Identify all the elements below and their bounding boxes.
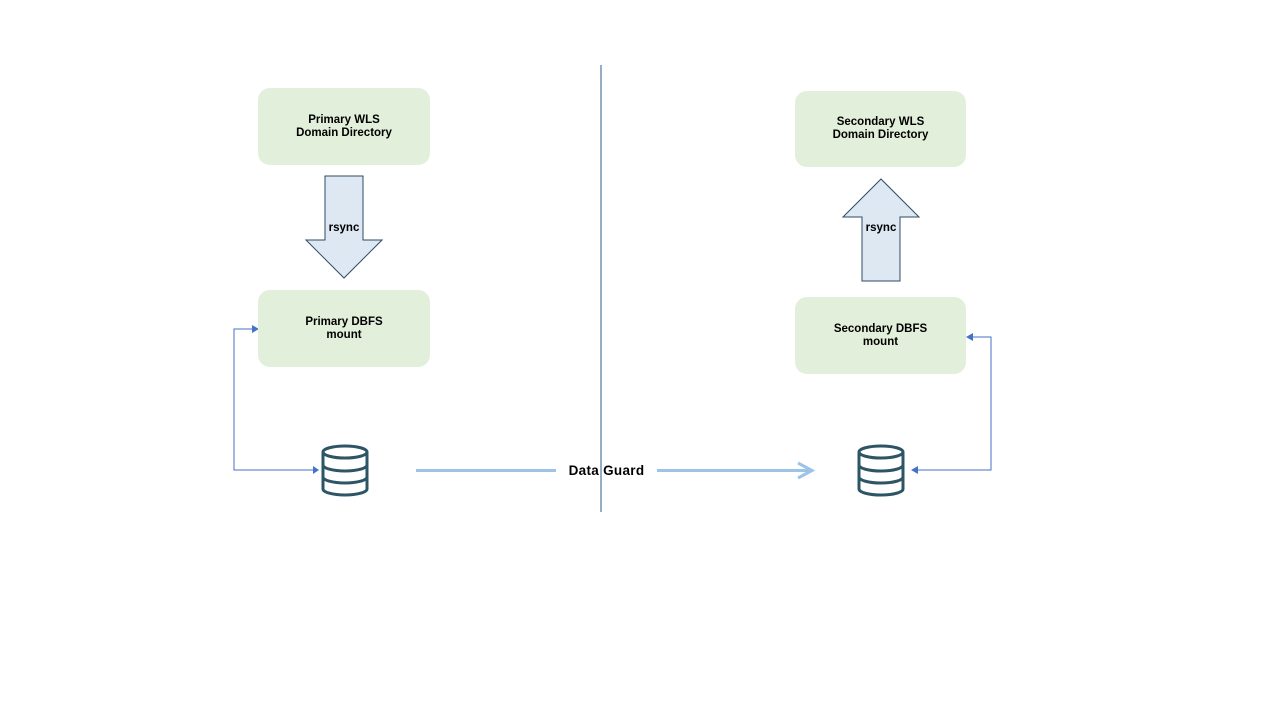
box-line-1: Primary WLS xyxy=(308,113,380,126)
secondary-connector xyxy=(916,336,992,471)
data-guard-arrowhead xyxy=(797,461,816,480)
arrowhead xyxy=(252,325,259,333)
secondary-wls-domain-box: Secondary WLS Domain Directory xyxy=(795,91,966,167)
rsync-label-primary: rsync xyxy=(328,222,360,234)
database-icon xyxy=(321,444,369,497)
rsync-down-arrow xyxy=(304,175,384,279)
box-line-2: mount xyxy=(326,328,362,341)
rsync-label-secondary: rsync xyxy=(865,222,897,234)
box-line-1: Secondary WLS xyxy=(836,116,925,128)
box-line-1: Secondary DBFS xyxy=(833,322,928,335)
box-line-2: Domain Directory xyxy=(832,129,929,141)
data-guard-label: Data Guard xyxy=(568,463,645,478)
primary-connector xyxy=(233,328,313,471)
arrowhead xyxy=(313,466,319,474)
box-line-2: Domain Directory xyxy=(296,126,392,139)
primary-dbfs-mount-box: Primary DBFS mount xyxy=(258,290,430,367)
primary-wls-domain-box: Primary WLS Domain Directory xyxy=(258,88,430,165)
arrowhead xyxy=(911,466,918,474)
rsync-up-arrow xyxy=(841,178,921,282)
box-line-1: Primary DBFS xyxy=(305,315,383,328)
database-icon xyxy=(857,444,905,497)
box-line-2: mount xyxy=(862,335,899,348)
secondary-dbfs-mount-box: Secondary DBFS mount xyxy=(795,297,966,374)
arrowhead xyxy=(966,333,973,341)
